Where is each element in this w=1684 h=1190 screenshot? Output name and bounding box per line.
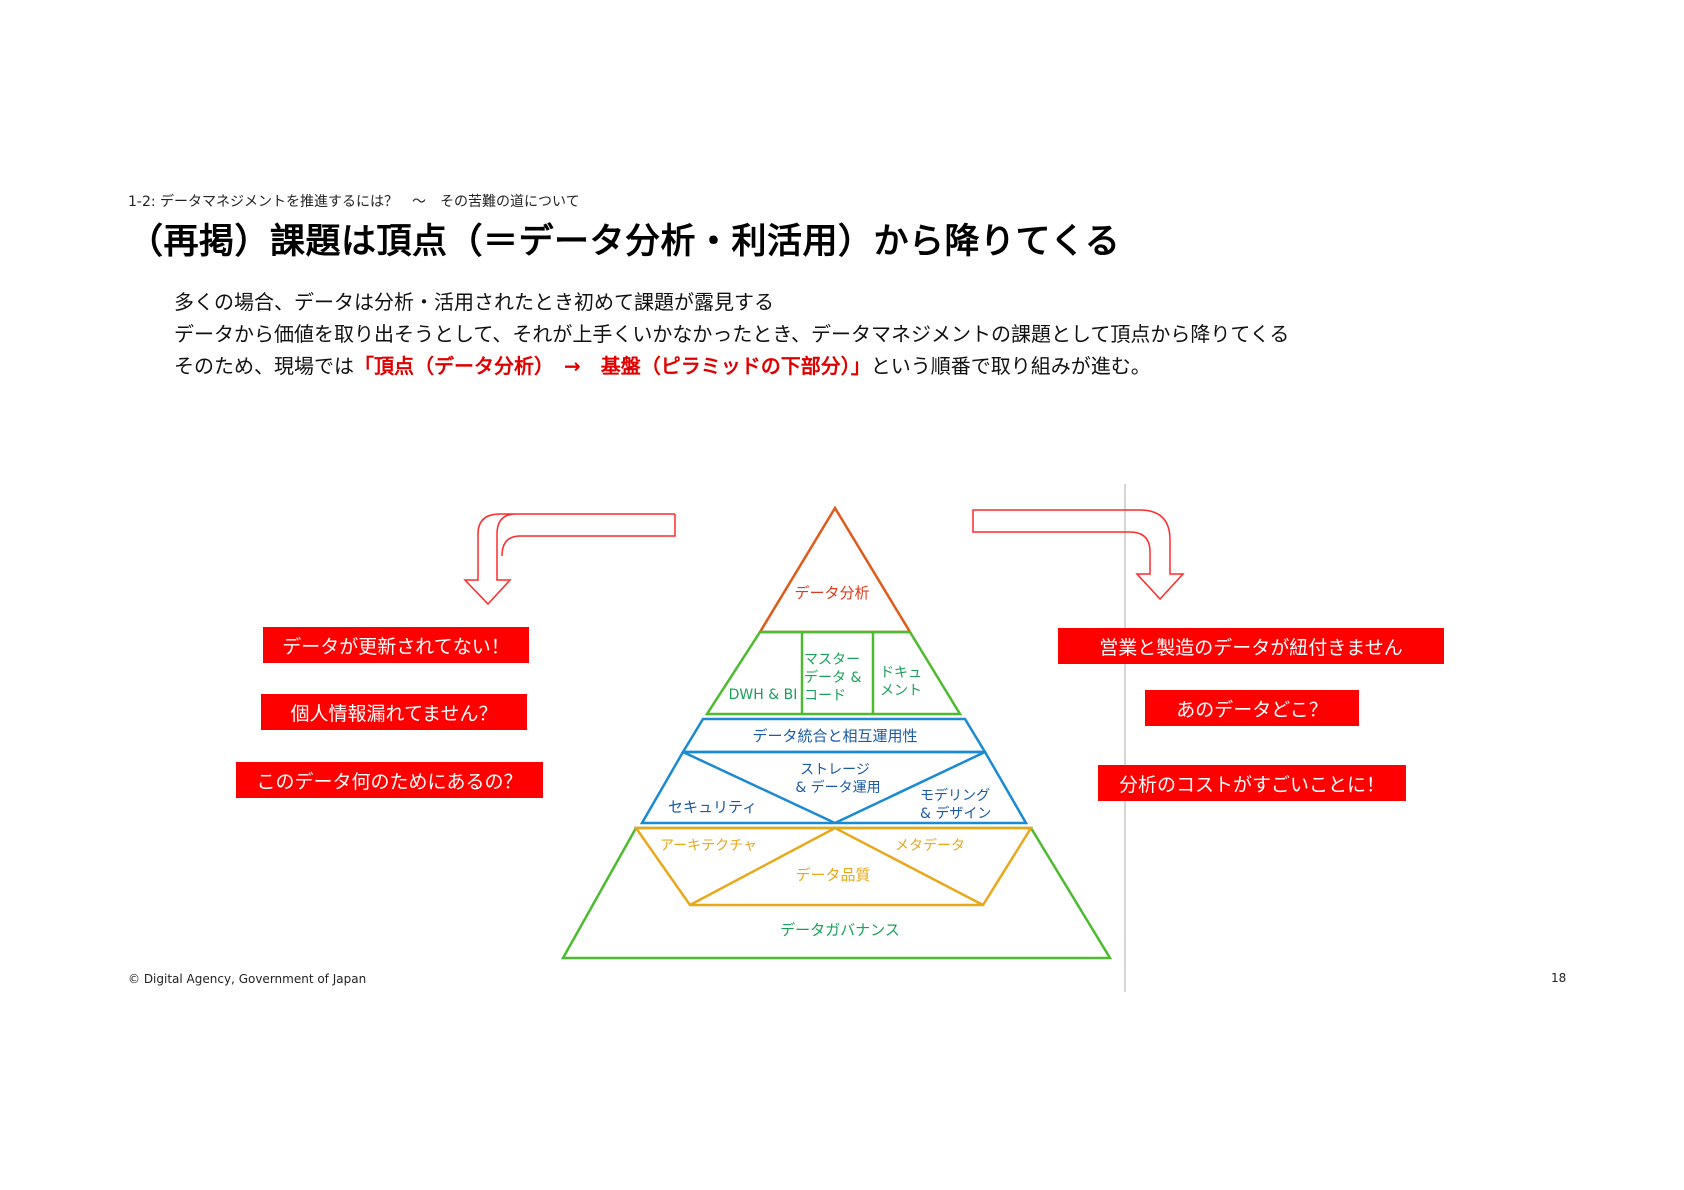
- pyramid-bi-tier: [704, 630, 963, 716]
- pyramid-label-security: セキュリティ: [668, 798, 757, 816]
- storage-diag-1: [682, 750, 836, 825]
- breadcrumb: 1-2: データマネジメントを推進するには？ 〜 その苦難の道について: [128, 194, 580, 210]
- page-title: （再掲）課題は頂点（＝データ分析・利活用）から降りてくる: [128, 222, 1121, 262]
- pyramid-label-modeling-1: モデリング: [920, 787, 990, 804]
- storage-diag-2: [834, 750, 986, 825]
- pyramid-label-architecture: アーキテクチャ: [660, 838, 757, 854]
- pyramid-label-metadata: メタデータ: [895, 837, 965, 854]
- pyramid-label-storage-1: ストレージ: [800, 762, 870, 778]
- pyramid-label-governance: データガバナンス: [780, 921, 900, 939]
- issue-tag-right-1: 営業と製造のデータが紐付きません: [1058, 628, 1444, 664]
- pyramid-label-integration: データ統合と相互運用性: [752, 727, 917, 745]
- pyramid-label-document-2: メント: [880, 683, 922, 699]
- body-line-3: そのため、現場では「頂点（データ分析） → 基盤（ピラミッドの下部分）」という順…: [174, 350, 1289, 382]
- body-line-3-prefix: そのため、現場では: [174, 354, 354, 378]
- pyramid-label-analysis: データ分析: [794, 584, 869, 602]
- page-number: 18: [1551, 971, 1567, 985]
- pyramid-label-storage-2: & データ運用: [795, 779, 880, 796]
- quality-diag: [689, 826, 984, 907]
- issue-tag-right-3: 分析のコストがすごいことに！: [1098, 765, 1406, 801]
- pyramid-label-modeling-2: & デザイン: [920, 805, 991, 822]
- pyramid-label-master-2: データ &: [804, 669, 861, 686]
- issue-tag-right-2: あのデータどこ？: [1145, 690, 1359, 726]
- pyramid-label-quality: データ品質: [795, 866, 870, 884]
- down-arrow-left-icon: [463, 513, 676, 606]
- issue-tag-left-3: このデータ何のためにあるの？: [236, 762, 543, 798]
- pyramid-label-dwh-bi: DWH & BI: [729, 687, 798, 703]
- pyramid-storage-tier: [639, 750, 1029, 825]
- pyramid-label-master-3: コード: [804, 688, 846, 704]
- pyramid-label-master-1: マスター: [804, 652, 860, 668]
- footer-copyright: © Digital Agency, Government of Japan: [128, 972, 367, 986]
- pyramid-top-tier: [757, 505, 913, 634]
- issue-tag-left-1: データが更新されてない！: [263, 627, 529, 663]
- body-line-2: データから価値を取り出そうとして、それが上手くいかなかったとき、データマネジメン…: [174, 322, 1290, 346]
- down-arrow-right-icon: [972, 509, 1185, 601]
- body-line-1: 多くの場合、データは分析・活用されたとき初めて課題が露見する: [174, 290, 774, 314]
- issue-tag-left-2: 個人情報漏れてません？: [261, 694, 527, 730]
- body-line-3-suffix: という順番で取り組みが進む。: [870, 354, 1151, 378]
- body-text: 多くの場合、データは分析・活用されたとき初めて課題が露見する データから価値を取…: [174, 286, 1289, 382]
- pyramid-label-document-1: ドキュ: [880, 665, 922, 681]
- body-line-3-highlight: 「頂点（データ分析） → 基盤（ピラミッドの下部分）」: [354, 354, 871, 378]
